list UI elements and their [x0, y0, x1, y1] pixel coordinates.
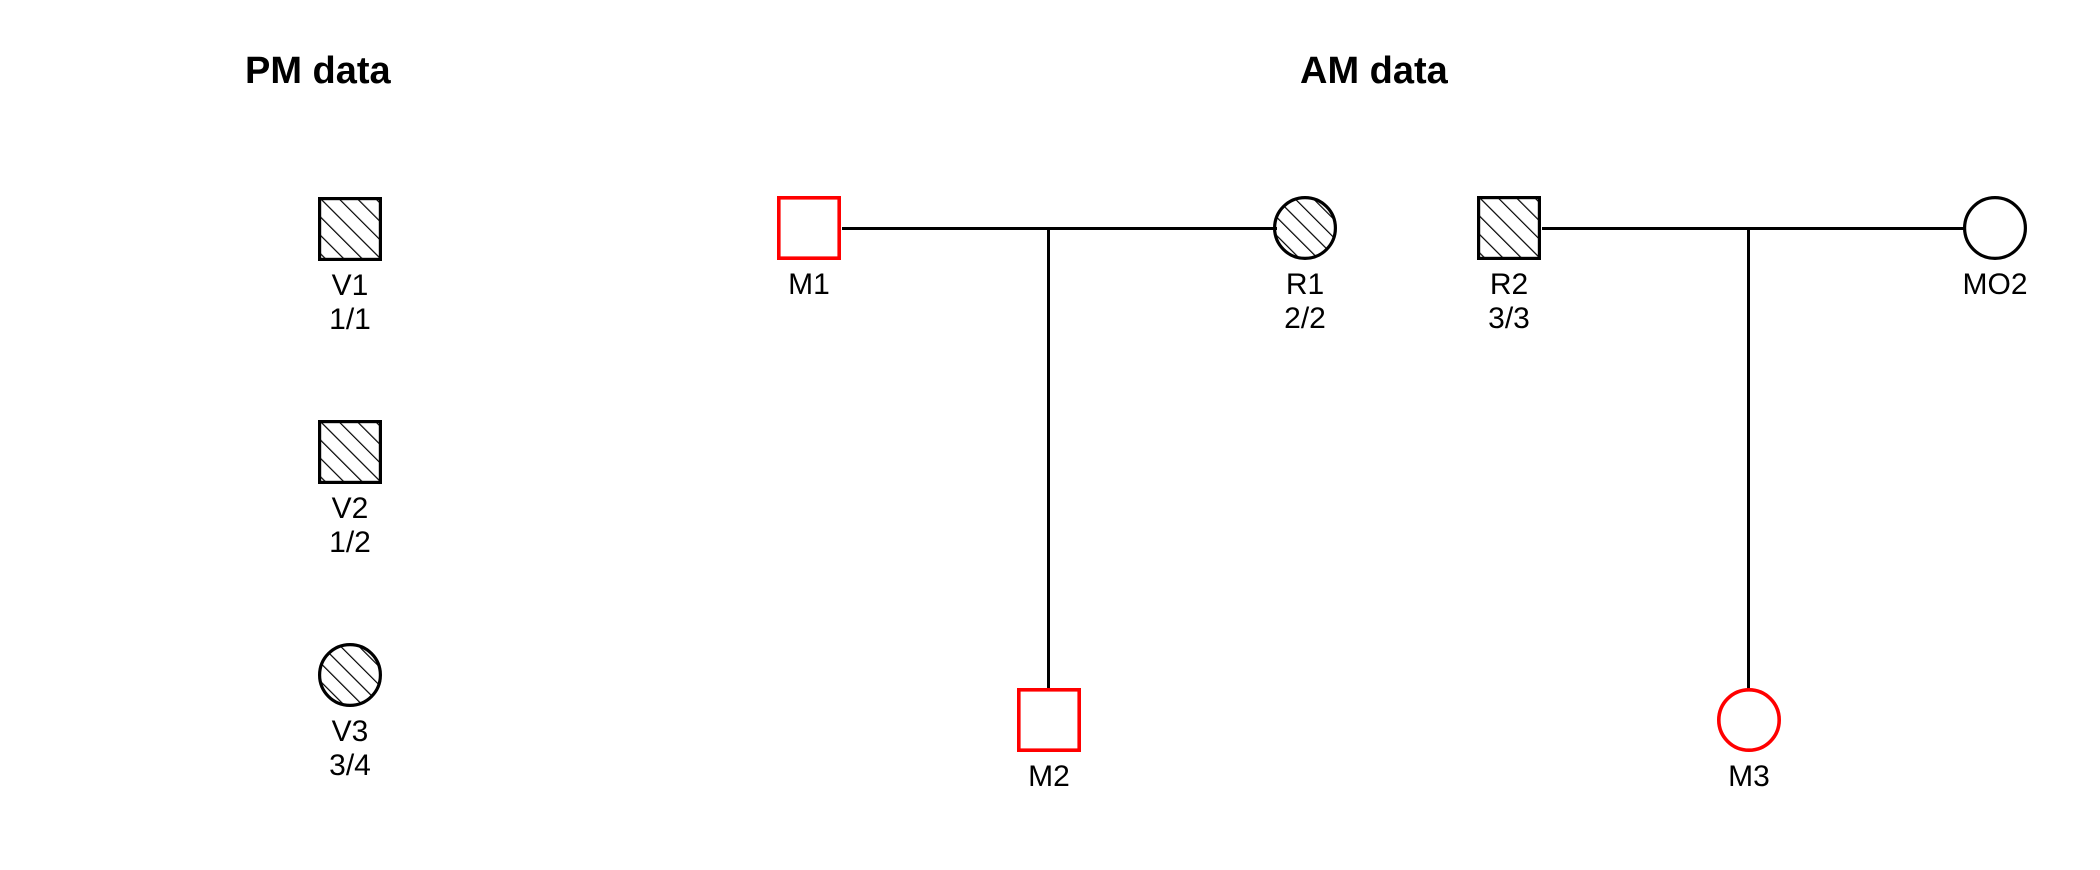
pm-node-v2-labels: V2 1/2 [329, 492, 371, 560]
pm-node-v1-labels: V1 1/1 [329, 269, 371, 337]
pm-node-v2[interactable]: V2 1/2 [318, 420, 382, 559]
node-genotype-label: 1/2 [329, 526, 371, 559]
node-id-label: M3 [1728, 760, 1770, 793]
am-node-mo2[interactable]: MO2 [1962, 196, 2028, 301]
am-node-m3[interactable]: M3 [1717, 688, 1781, 793]
am-node-mo2-labels: MO2 [1962, 268, 2027, 302]
pm-node-v3-labels: V3 3/4 [329, 715, 371, 783]
hatched-square-icon [1477, 196, 1541, 260]
node-genotype-label: 2/2 [1284, 302, 1326, 335]
am-panel-title: AM data [1300, 50, 1448, 92]
pm-node-v3[interactable]: V3 3/4 [318, 643, 382, 782]
node-id-label: R1 [1285, 268, 1325, 301]
hatched-circle-icon [1273, 196, 1337, 260]
empty-circle-icon [1963, 196, 2027, 260]
am-node-m2[interactable]: M2 [1017, 688, 1081, 793]
node-id-label: R2 [1489, 268, 1529, 301]
mating-line-m1-r1 [842, 227, 1277, 230]
descent-line-m3 [1747, 227, 1750, 690]
am-node-m1[interactable]: M1 [777, 196, 841, 301]
hatched-square-icon [318, 420, 382, 484]
pm-node-v1[interactable]: V1 1/1 [318, 197, 382, 336]
descent-line-m2 [1047, 227, 1050, 690]
am-node-r2-labels: R2 3/3 [1488, 268, 1530, 336]
node-id-label: M1 [788, 268, 830, 301]
am-node-m2-labels: M2 [1028, 760, 1070, 794]
node-id-label: V2 [331, 492, 369, 525]
empty-square-icon [1017, 688, 1081, 752]
node-id-label: M2 [1028, 760, 1070, 793]
am-node-m3-labels: M3 [1728, 760, 1770, 794]
am-node-r1[interactable]: R1 2/2 [1273, 196, 1337, 335]
node-id-label: V1 [331, 269, 369, 302]
node-genotype-label: 3/4 [329, 749, 371, 782]
empty-square-icon [777, 196, 841, 260]
node-id-label: MO2 [1962, 268, 2028, 301]
node-id-label: V3 [331, 715, 369, 748]
node-genotype-label: 3/3 [1488, 302, 1530, 335]
pm-panel-title: PM data [245, 50, 391, 92]
am-node-r1-labels: R1 2/2 [1284, 268, 1326, 336]
am-node-m1-labels: M1 [788, 268, 830, 302]
mating-line-r2-mo2 [1542, 227, 1964, 230]
hatched-circle-icon [318, 643, 382, 707]
am-node-r2[interactable]: R2 3/3 [1477, 196, 1541, 335]
empty-circle-icon [1717, 688, 1781, 752]
node-genotype-label: 1/1 [329, 303, 371, 336]
hatched-square-icon [318, 197, 382, 261]
